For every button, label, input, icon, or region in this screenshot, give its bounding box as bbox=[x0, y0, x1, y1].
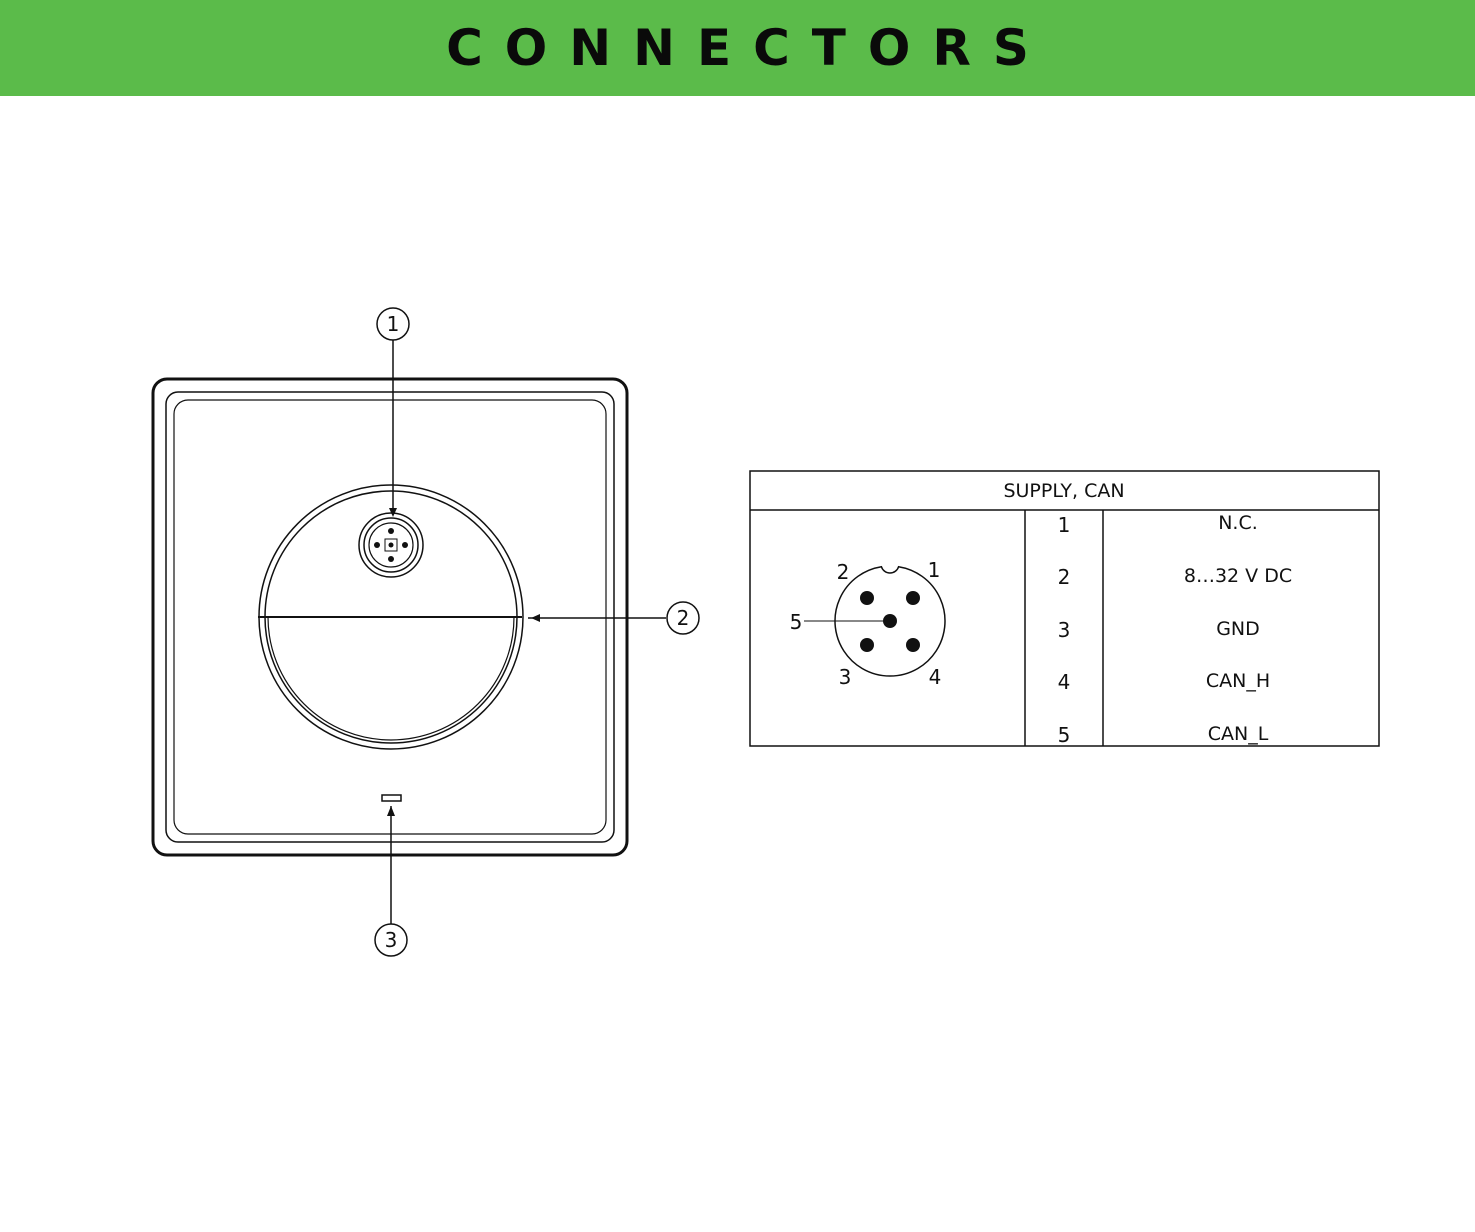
pin-label-4: 4 bbox=[929, 665, 942, 689]
page-title: CONNECTORS bbox=[446, 19, 1051, 77]
callout-3-leader bbox=[387, 806, 395, 924]
pin-contact-5 bbox=[883, 614, 897, 628]
table-pin-1: 1 bbox=[1058, 513, 1071, 537]
callout-1-bubble bbox=[376, 307, 410, 341]
pin-label-1: 1 bbox=[928, 558, 941, 582]
table-signal-3: GND bbox=[1216, 618, 1260, 640]
device-housing bbox=[151, 377, 629, 857]
pin-contact-2 bbox=[860, 591, 874, 605]
pin-contact-3 bbox=[860, 638, 874, 652]
header-banner: CONNECTORS bbox=[0, 0, 1475, 96]
callout-3-bubble bbox=[374, 923, 408, 957]
callout-2-bubble bbox=[666, 601, 700, 635]
table-signal-1: N.C. bbox=[1218, 512, 1258, 534]
callout-1-leader bbox=[389, 340, 397, 517]
pin-table-title: SUPPLY, CAN bbox=[1003, 480, 1124, 502]
table-pin-3: 3 bbox=[1058, 618, 1071, 642]
callout-1-label: 1 bbox=[387, 312, 400, 336]
sensor-window bbox=[258, 484, 524, 750]
table-signal-2: 8…32 V DC bbox=[1184, 565, 1292, 587]
callout-2-label: 2 bbox=[677, 606, 690, 630]
callout-3-label: 3 bbox=[385, 928, 398, 952]
connector-pin-face bbox=[804, 565, 946, 677]
table-signal-4: CAN_H bbox=[1206, 670, 1270, 692]
pin-label-3: 3 bbox=[839, 665, 852, 689]
pin-table-frame bbox=[749, 470, 1380, 747]
pin-contact-1 bbox=[906, 591, 920, 605]
callout-2-leader bbox=[528, 614, 666, 622]
connector-pin-contacts bbox=[860, 591, 920, 652]
table-pin-5: 5 bbox=[1058, 723, 1071, 747]
m12-connector bbox=[358, 512, 424, 578]
table-signal-5: CAN_L bbox=[1208, 723, 1269, 745]
led-indicator bbox=[381, 794, 402, 802]
m12-connector-pins bbox=[374, 528, 408, 562]
table-pin-2: 2 bbox=[1058, 565, 1071, 589]
pin-label-2: 2 bbox=[837, 560, 850, 584]
pin-contact-4 bbox=[906, 638, 920, 652]
table-pin-4: 4 bbox=[1058, 670, 1071, 694]
pin-label-5: 5 bbox=[790, 610, 803, 634]
